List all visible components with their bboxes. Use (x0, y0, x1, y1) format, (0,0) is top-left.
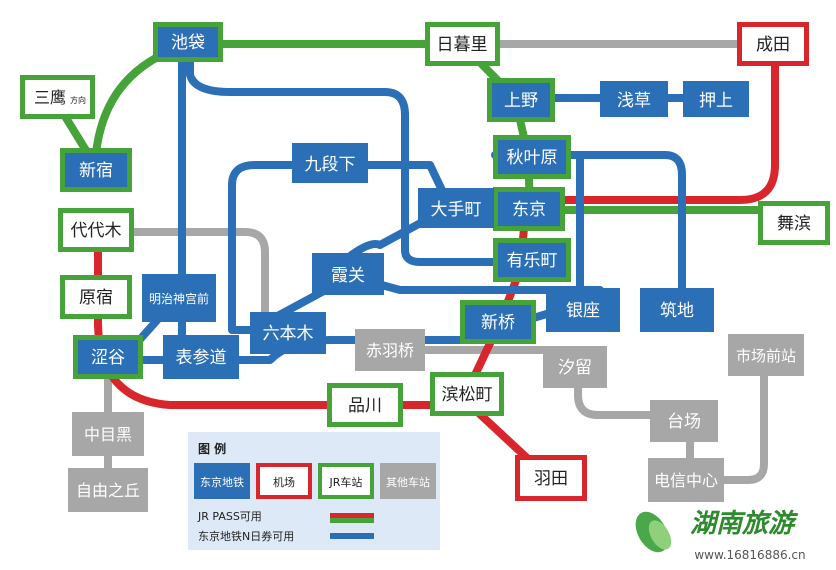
station-yurakucho[interactable]: 有乐町 (493, 238, 571, 282)
station-label: 代代木 (71, 221, 122, 241)
station-label-ginza: 银座 (566, 301, 600, 321)
stations: 池袋 日暮里 成田 三鹰 方向 新宿 代代木 (20, 22, 830, 512)
red-line-yamanote-west (94, 236, 349, 409)
station-label: 上野 (504, 91, 538, 111)
station-label: 成田 (756, 35, 790, 55)
station-akabanebashi[interactable] (355, 329, 425, 371)
leaf-logo-icon (635, 511, 672, 553)
station-shimbashi[interactable]: 新桥 (460, 300, 536, 344)
station-hamamatsucho[interactable]: 滨松町 (430, 372, 504, 416)
station-label-oshiage: 押上 (699, 91, 733, 111)
station-shinjuku[interactable]: 新宿 (60, 148, 132, 192)
station-label-kasumigaseki: 霞关 (331, 266, 365, 286)
gray-line-yoyogi-roppongi (91, 228, 269, 334)
station-label: 有乐町 (507, 251, 558, 271)
watermark-logo-text: 湖南旅游 (690, 509, 799, 539)
station-label: 新宿 (79, 161, 113, 181)
station-shibuya[interactable]: 涩谷 (73, 335, 143, 379)
legend-airport-label: 机场 (273, 475, 295, 489)
station-jiyugaoka[interactable] (68, 468, 148, 512)
station-ueno[interactable]: 上野 (487, 78, 555, 122)
station-label-shijomae: 市场前站 (736, 347, 796, 365)
green-line-ueno (458, 40, 534, 209)
station-haneda[interactable]: 羽田 (515, 455, 587, 501)
red-line-narita (551, 56, 779, 204)
station-label: 秋叶原 (507, 148, 558, 168)
station-label-otemachi: 大手町 (431, 200, 482, 220)
blue-line-tozai (228, 161, 454, 334)
station-daiba[interactable] (650, 400, 718, 442)
station-label-asakusa: 浅草 (617, 91, 651, 111)
legend-other-label: 其他车站 (386, 475, 430, 489)
station-yoyogi[interactable]: 代代木 (58, 208, 134, 252)
station-label: 日暮里 (437, 35, 488, 55)
station-label: 原宿 (79, 288, 113, 308)
station-label-jiyugaoka: 自由之丘 (76, 481, 140, 500)
station-asakusa[interactable] (600, 81, 668, 117)
station-label-roppongi: 六本木 (263, 324, 314, 344)
station-label-meijijingumae: 明治神宫前 (149, 291, 209, 306)
station-otemachi[interactable] (418, 188, 494, 228)
gray-line-telecom-shijomae (716, 356, 768, 484)
legend-metro-pass-label: 东京地铁N日券可用 (198, 529, 294, 543)
station-label-telecomcenter: 电信中心 (654, 471, 718, 490)
station-ginza[interactable] (546, 288, 620, 332)
station-label-tsukiji: 筑地 (660, 301, 694, 321)
station-ikebukuro[interactable]: 池袋 (153, 22, 223, 62)
station-shijomae[interactable] (728, 334, 804, 376)
station-telecomcenter[interactable] (648, 458, 724, 502)
station-shiodome[interactable] (543, 346, 607, 388)
station-shinagawa[interactable]: 品川 (327, 383, 403, 427)
station-label: 涩谷 (91, 348, 125, 368)
station-maihama[interactable]: 舞滨 (758, 201, 830, 245)
gray-line-shiodome-daiba (574, 364, 684, 419)
legend-jr-pass-label: JR PASS可用 (197, 510, 262, 523)
station-label: 羽田 (534, 469, 568, 489)
station-nippori[interactable]: 日暮里 (425, 22, 500, 66)
station-tsukiji[interactable] (640, 288, 714, 332)
station-label-kudanshita: 九段下 (305, 155, 356, 175)
station-meijijingumae[interactable] (142, 274, 216, 322)
station-label-akabanebashi: 赤羽桥 (366, 341, 414, 360)
station-mitaka[interactable]: 三鹰 方向 (20, 75, 95, 119)
station-narita[interactable]: 成田 (737, 22, 809, 66)
legend-metro-pass-swatch (330, 533, 374, 539)
station-label: 滨松町 (442, 385, 493, 405)
station-label: 品川 (348, 396, 382, 416)
station-label-daiba: 台场 (667, 412, 701, 432)
station-harajuku[interactable]: 原宿 (60, 275, 132, 319)
station-kasumigaseki[interactable] (312, 253, 384, 295)
legend-title: 图 例 (198, 441, 226, 456)
blue-line-hibiya (491, 151, 686, 314)
station-akihabara[interactable]: 秋叶原 (493, 135, 571, 179)
legend-jr-pass-swatch-red (330, 513, 374, 518)
station-oshiage[interactable] (683, 81, 749, 117)
station-nakameguro[interactable] (72, 412, 144, 456)
legend-metro-label: 东京地铁 (200, 475, 244, 489)
watermark: 湖南旅游 www.16816886.cn (635, 509, 806, 562)
blue-line-ikebukuro-otemachi (186, 56, 529, 266)
station-label: 三鹰 (34, 88, 66, 107)
station-direction-label: 方向 (70, 95, 86, 105)
station-label: 池袋 (171, 33, 205, 53)
legend-swatch-other (380, 463, 436, 499)
legend: 图 例 东京地铁 机场 JR车站 其他车站 JR PASS可用 东京地铁N日券可… (188, 432, 440, 550)
station-kudanshita[interactable] (292, 143, 368, 183)
station-label-nakameguro: 中目黑 (84, 425, 132, 444)
station-label-omotesando: 表参道 (176, 348, 227, 368)
legend-swatch-metro (194, 463, 250, 499)
station-label: 舞滨 (777, 214, 811, 234)
station-roppongi[interactable] (250, 312, 326, 354)
station-label: 新桥 (481, 313, 515, 333)
legend-jr-label: JR车站 (329, 475, 363, 489)
watermark-url: www.16816886.cn (694, 548, 805, 562)
station-label-shiodome: 汐留 (558, 358, 592, 378)
station-omotesando[interactable] (163, 335, 239, 379)
station-label: 东京 (512, 200, 546, 220)
station-tokyo[interactable]: 东京 (493, 187, 565, 231)
legend-jr-pass-swatch-green (330, 518, 374, 523)
